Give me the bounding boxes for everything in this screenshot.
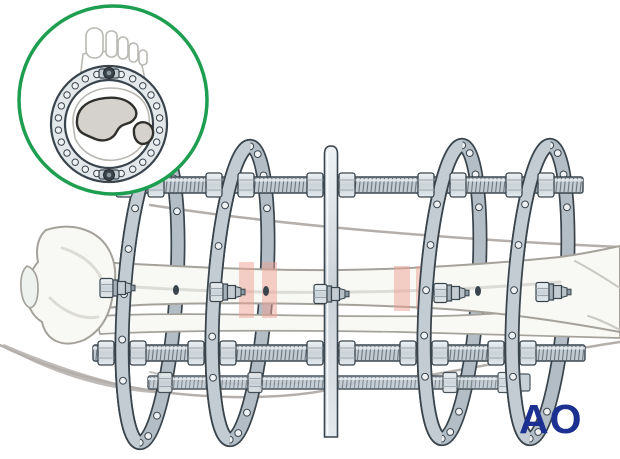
cross-section-inset xyxy=(17,4,209,196)
inset-tibia-section xyxy=(75,96,138,142)
rear-threaded-rod xyxy=(147,371,531,394)
inset-top-bolt xyxy=(98,67,120,79)
bone-pin-clamps xyxy=(99,277,572,305)
inset-fibula-section xyxy=(132,121,155,145)
fracture-bands-proximal xyxy=(239,262,277,318)
wire-end-stub xyxy=(173,285,179,295)
wire-end-stub xyxy=(475,286,481,296)
fibula xyxy=(94,298,620,339)
tibial-tuberosity xyxy=(20,265,39,309)
wire-end-stub xyxy=(263,286,269,296)
knee xyxy=(20,225,117,345)
inset-bottom-bolt xyxy=(98,169,120,181)
ao-logo: AO xyxy=(519,396,583,442)
